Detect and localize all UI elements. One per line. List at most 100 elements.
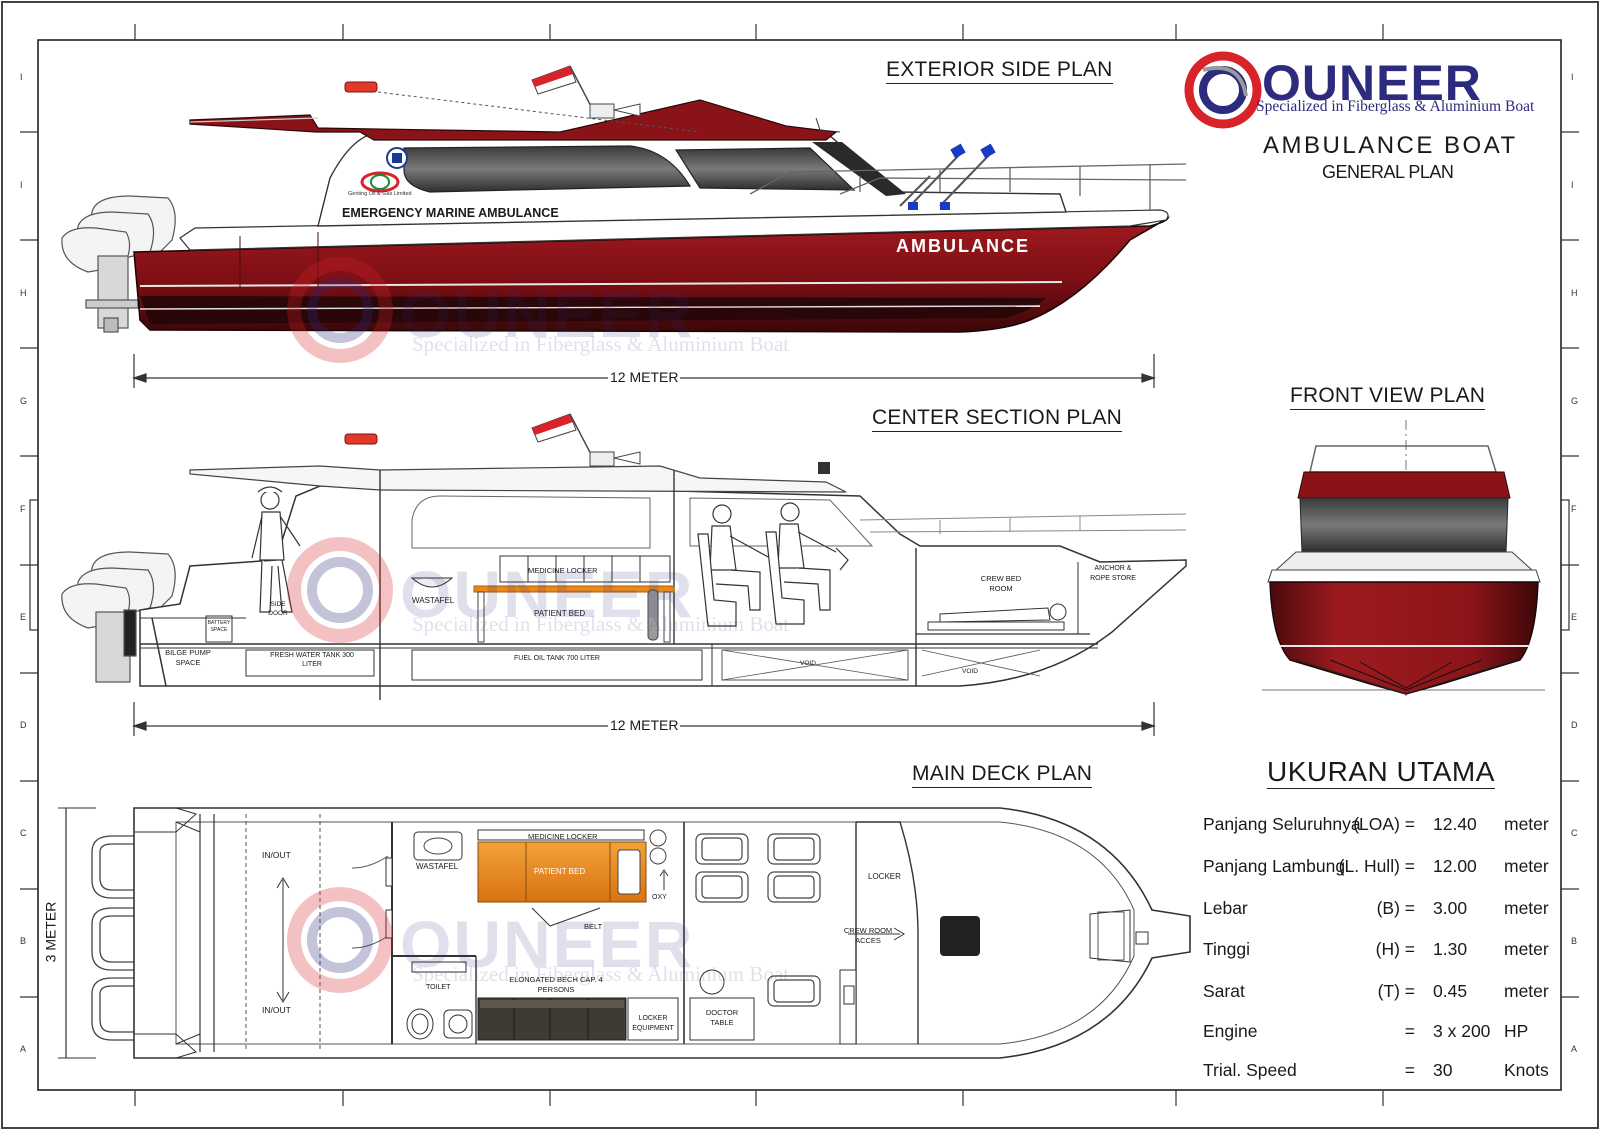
watermark-tagline: Specialized in Fiberglass & Aluminium Bo…: [412, 612, 789, 636]
spec-label: Trial. Speed: [1203, 1060, 1297, 1080]
brand-logo-text: OUNEER: [1262, 55, 1482, 111]
wastafel-section-label: WASTAFEL: [412, 596, 455, 605]
spec-unit: meter: [1504, 856, 1549, 876]
deck-outline: [133, 807, 1191, 1059]
border-letter: I: [20, 180, 23, 190]
watermark-brand: OUNEER: [400, 557, 695, 631]
center-section-plan-title: CENTER SECTION PLAN: [872, 406, 1123, 432]
spec-value: 0.45: [1433, 981, 1468, 1001]
front-hull-red: [1269, 581, 1539, 695]
center-section-view: [61, 413, 1187, 700]
side-door-label: SIDE DOOR: [268, 601, 288, 617]
document-title: AMBULANCE BOAT: [1263, 132, 1518, 159]
siren-light-icon: [344, 433, 378, 445]
spec-value: 3.00: [1433, 898, 1468, 918]
front-view: [1262, 420, 1545, 700]
watermark-tagline: Specialized in Fiberglass & Aluminium Bo…: [412, 332, 789, 356]
border-letter: I: [1571, 180, 1574, 190]
emergency-marking: EMERGENCY MARINE AMBULANCE: [342, 206, 559, 220]
border-letter: H: [1571, 288, 1578, 298]
ouneer-logo-icon: [1184, 51, 1262, 129]
spec-unit: Knots: [1504, 1060, 1549, 1080]
fuel-tank-label: FUEL OIL TANK 700 LITER: [514, 655, 600, 662]
spec-label: Sarat: [1203, 981, 1245, 1001]
anchor-store-label: ANCHOR & ROPE STORE: [1090, 565, 1136, 582]
spec-row: Tinggi (H) = 1.30 meter: [1203, 939, 1549, 963]
fresh-water-label: FRESH WATER TANK 300 LITER: [270, 652, 354, 668]
brand-tagline: Specialized in Fiberglass & Aluminium Bo…: [1256, 98, 1535, 115]
beam-dimension: 3 METER: [42, 899, 59, 965]
watermark-brand: OUNEER: [400, 907, 695, 981]
spec-row: Lebar (B) = 3.00 meter: [1203, 898, 1549, 922]
spec-label: Panjang Seluruhnya: [1203, 814, 1361, 834]
patient-bed: [473, 585, 675, 593]
spec-label: Panjang Lambung: [1203, 856, 1346, 876]
border-letter: H: [20, 288, 27, 298]
spec-value: 3 x 200: [1433, 1021, 1491, 1041]
spec-sym: (B) =: [1376, 898, 1415, 918]
locker-label: LOCKER: [868, 872, 901, 881]
cabin-window: [403, 145, 692, 193]
border-letter: C: [1571, 828, 1578, 838]
in-out-bottom-label: IN/OUT: [262, 1005, 291, 1015]
border-letter: E: [20, 612, 27, 622]
medicine-locker-section-label: MEDICINE LOCKER: [528, 566, 598, 575]
spec-unit: meter: [1504, 939, 1549, 959]
border-letter: G: [20, 396, 28, 406]
siren-light-icon: [344, 81, 378, 93]
spec-unit: meter: [1504, 981, 1549, 1001]
border-letter: I: [20, 72, 23, 82]
hull-boot-stripe: [140, 296, 1046, 324]
border-letter: A: [1571, 1044, 1578, 1054]
border-letter: F: [1571, 504, 1577, 514]
patient-bed-deck-label: PATIENT BED: [534, 867, 586, 876]
spec-sym: (L. Hull) =: [1338, 856, 1415, 876]
cabin-window: [674, 147, 856, 191]
watermark: [287, 257, 393, 993]
sponsor-marking: Genting Oil & Gas Limited: [348, 191, 412, 197]
watermark-brand: OUNEER: [400, 277, 695, 351]
oxygen-tank-icon: [647, 589, 659, 641]
spec-unit: HP: [1504, 1021, 1529, 1041]
exterior-side-view: [61, 65, 1187, 333]
border-letter: G: [1571, 396, 1579, 406]
spec-sym: =: [1404, 1060, 1415, 1080]
passenger-seat-icon: [695, 833, 821, 1007]
doctor-chair-icon: [699, 969, 725, 995]
crew-access-label: CREW ROOM ACCES: [843, 926, 893, 945]
spec-label: Tinggi: [1203, 939, 1251, 959]
border-letter: A: [20, 1044, 27, 1054]
locker-equipment-label: LOCKER EQUIPMENT: [632, 1015, 674, 1032]
outboard-engine-icon: [61, 195, 176, 333]
spec-label: Lebar: [1203, 898, 1248, 918]
spec-sym: =: [1404, 1021, 1415, 1041]
spec-sym: (H) =: [1375, 939, 1415, 959]
border-letter: E: [1571, 612, 1578, 622]
border-letter: D: [1571, 720, 1578, 730]
crew-bed-label: CREW BED ROOM: [980, 574, 1022, 593]
resting-crew-icon: [927, 603, 1067, 631]
bilge-pump-label: BILGE PUMP SPACE: [165, 648, 211, 667]
spec-sym: (LOA) =: [1353, 814, 1415, 834]
exterior-side-plan-title: EXTERIOR SIDE PLAN: [886, 58, 1113, 84]
spec-value: 12.40: [1433, 814, 1477, 834]
main-deck-view: [58, 807, 1191, 1059]
spec-label: Engine: [1203, 1021, 1258, 1041]
main-deck-plan-title: MAIN DECK PLAN: [912, 762, 1093, 788]
battery-label: BATTERY SPACE: [207, 620, 231, 633]
spec-value: 1.30: [1433, 939, 1468, 959]
belt-label: BELT: [584, 922, 603, 931]
void-label: VOID: [962, 668, 978, 675]
spec-value: 30: [1433, 1060, 1453, 1080]
ruler-ticks: [20, 24, 1579, 1106]
spec-unit: meter: [1504, 898, 1549, 918]
bow-railing: [749, 163, 1187, 210]
length-dimension-top: 12 METER: [608, 369, 681, 385]
hull-ambulance-marking: AMBULANCE: [896, 236, 1030, 256]
medicine-locker-deck-label: MEDICINE LOCKER: [528, 832, 598, 841]
